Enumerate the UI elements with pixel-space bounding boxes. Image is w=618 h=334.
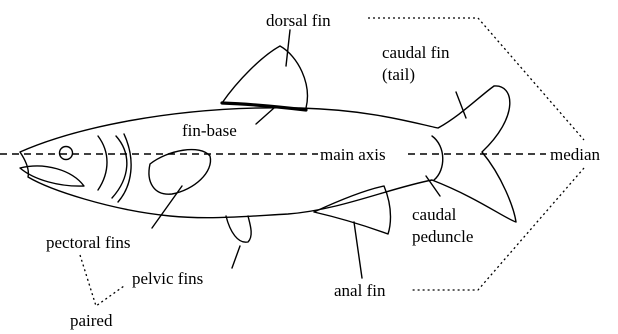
pectoral-fins-leader bbox=[151, 185, 183, 229]
anal-fin-leader bbox=[353, 221, 363, 279]
label-caudal-peduncle-2: peduncle bbox=[412, 227, 473, 246]
paired-bracket bbox=[79, 254, 125, 308]
caudal-peduncle-arc bbox=[431, 135, 444, 181]
dorsal-fin-leader bbox=[285, 29, 291, 67]
label-caudal-fin-tail: (tail) bbox=[382, 65, 415, 84]
gill-line-1 bbox=[97, 135, 108, 191]
caudal-fin-leader bbox=[455, 91, 467, 119]
label-main-axis: main axis bbox=[320, 145, 386, 164]
gill-line-3 bbox=[117, 133, 132, 203]
dorsal-fin-shape bbox=[221, 45, 308, 109]
pectoral-fin-shape bbox=[148, 148, 212, 195]
label-pelvic-fins: pelvic fins bbox=[132, 269, 203, 288]
fish-mouth bbox=[19, 165, 85, 187]
fin-base-leader bbox=[255, 107, 275, 125]
label-caudal-peduncle-1: caudal bbox=[412, 205, 457, 224]
gill-line-2 bbox=[111, 135, 128, 199]
label-pectoral-fins: pectoral fins bbox=[46, 233, 131, 252]
pelvic-fin-shape bbox=[225, 215, 252, 243]
label-median: median bbox=[550, 145, 601, 164]
anal-fin-shape bbox=[313, 185, 392, 235]
label-anal-fin: anal fin bbox=[334, 281, 386, 300]
caudal-peduncle-leader bbox=[425, 175, 441, 197]
fish-body-outline bbox=[19, 85, 517, 223]
dorsal-fin-base bbox=[220, 101, 308, 112]
label-paired: paired bbox=[70, 311, 113, 330]
label-caudal-fin: caudal fin bbox=[382, 43, 450, 62]
fish-eye bbox=[58, 145, 74, 161]
label-dorsal-fin: dorsal fin bbox=[266, 11, 331, 30]
pelvic-fins-leader bbox=[231, 245, 241, 269]
median-bracket bbox=[368, 17, 585, 291]
label-fin-base: fin-base bbox=[182, 121, 237, 140]
